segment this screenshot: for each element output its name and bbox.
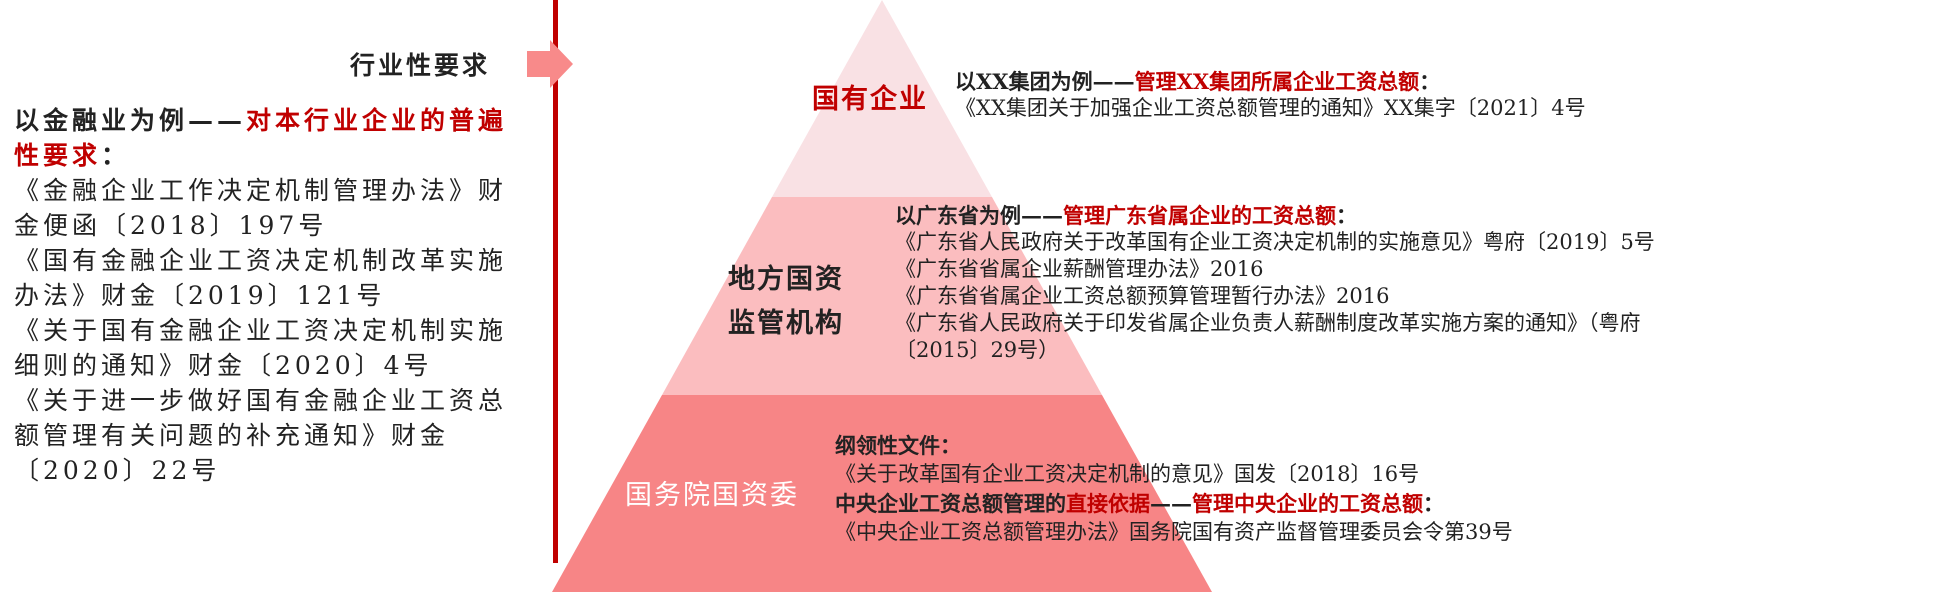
arrow-right-icon bbox=[527, 40, 573, 88]
doc-item: 《广东省人民政府关于改革国有企业工资决定机制的实施意见》粤府〔2019〕5号 bbox=[895, 230, 1655, 254]
tier-label-local-sasac: 地方国资 监管机构 bbox=[728, 258, 844, 346]
intro-prefix: 以XX集团为例—— bbox=[955, 69, 1135, 94]
doc-item: 《关于国有金融企业工资决定机制实施细则的通知》财金〔2020〕4号 bbox=[14, 316, 508, 380]
intro-highlight: 管理XX集团所属企业工资总额 bbox=[1134, 69, 1420, 94]
doc-item: 《广东省省属企业工资总额预算管理暂行办法》2016 bbox=[895, 284, 1390, 308]
basis-highlight: 直接依据 bbox=[1066, 491, 1150, 516]
tier-label-state-council-sasac: 国务院国资委 bbox=[625, 480, 799, 511]
basis-highlight: 管理中央企业的工资总额 bbox=[1192, 491, 1423, 516]
doc-item: 《中央企业工资总额管理办法》国务院国有资产监督管理委员会令第39号 bbox=[835, 520, 1513, 544]
bottom-tier-text: 纲领性文件： 《关于改革国有企业工资决定机制的意见》国发〔2018〕16号 中央… bbox=[835, 431, 1513, 547]
intro-highlight: 管理广东省属企业的工资总额 bbox=[1063, 203, 1336, 228]
intro-suffix: ： bbox=[1419, 69, 1441, 94]
intro-suffix: ： bbox=[1336, 203, 1357, 228]
doc-item: 《金融企业工作决定机制管理办法》财金便函〔2018〕197号 bbox=[14, 176, 508, 240]
industry-requirements-panel: 以金融业为例——对本行业企业的普遍性要求： 《金融企业工作决定机制管理办法》财金… bbox=[14, 103, 524, 488]
middle-tier-text: 以广东省为例——管理广东省属企业的工资总额： 《广东省人民政府关于改革国有企业工… bbox=[895, 202, 1655, 364]
intro-prefix: 以广东省为例—— bbox=[895, 203, 1063, 228]
top-tier-text: 以XX集团为例——管理XX集团所属企业工资总额： 《XX集团关于加强企业工资总额… bbox=[955, 68, 1586, 122]
doc-item: 《国有金融企业工资决定机制改革实施办法》财金〔2019〕121号 bbox=[14, 246, 508, 310]
basis-dash: —— bbox=[1150, 491, 1192, 516]
intro-highlight: 对本行业企业的普遍性要求 bbox=[14, 106, 508, 170]
pyramid-bottom-tier bbox=[552, 395, 1212, 592]
doc-item: 《广东省人民政府关于印发省属企业负责人薪酬制度改革实施方案的通知》（粤府 bbox=[895, 311, 1641, 335]
intro-suffix: ： bbox=[101, 141, 131, 170]
doc-item: 《关于进一步做好国有金融企业工资总额管理有关问题的补充通知》财金〔2020〕22… bbox=[14, 386, 508, 485]
heading: 纲领性文件： bbox=[835, 433, 961, 458]
pyramid-top-tier bbox=[772, 0, 992, 197]
intro-prefix: 以金融业为例—— bbox=[14, 106, 247, 135]
basis-suffix: ： bbox=[1423, 491, 1444, 516]
industry-requirements-header: 行业性要求 bbox=[350, 51, 491, 80]
doc-item: 〔2015〕29号） bbox=[895, 338, 1060, 362]
label-line: 监管机构 bbox=[728, 308, 844, 339]
doc-item: 《XX集团关于加强企业工资总额管理的通知》XX集字〔2021〕4号 bbox=[955, 96, 1586, 120]
pyramid-middle-tier bbox=[662, 197, 1102, 395]
tier-label-state-owned-enterprise: 国有企业 bbox=[812, 84, 928, 115]
basis-prefix: 中央企业工资总额管理的 bbox=[835, 491, 1066, 516]
doc-item: 《广东省省属企业薪酬管理办法》2016 bbox=[895, 257, 1264, 281]
doc-item: 《关于改革国有企业工资决定机制的意见》国发〔2018〕16号 bbox=[835, 462, 1420, 486]
label-line: 地方国资 bbox=[728, 264, 844, 295]
divider-line bbox=[553, 0, 558, 563]
